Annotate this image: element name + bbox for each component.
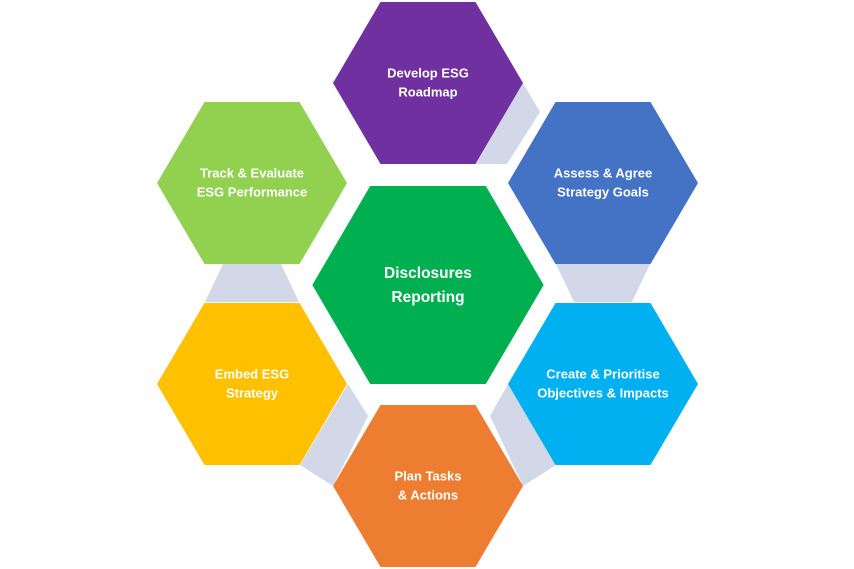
- hexagon-center-shape: [307, 182, 549, 388]
- center-label-line: Disclosures: [384, 265, 472, 282]
- hexagon-label-line: Strategy Goals: [557, 185, 649, 200]
- hexagon-embed-strategy: Embed ESG Strategy: [157, 303, 347, 465]
- hexagon-label-line: & Actions: [398, 488, 458, 503]
- connector-band: [476, 83, 540, 164]
- hexagon-shape: [157, 102, 347, 264]
- hexagon-shape: [157, 303, 347, 465]
- hexagon-develop-roadmap: Develop ESG Roadmap: [333, 2, 523, 164]
- hexagon-label-line: Roadmap: [398, 85, 457, 100]
- hexagon-shape: [333, 405, 523, 567]
- connector-band: [300, 183, 348, 264]
- hexagon-label-line: Assess & Agree: [554, 166, 653, 181]
- connectors: [205, 83, 650, 486]
- connector-band: [490, 384, 556, 486]
- hexagon-shape: [508, 102, 698, 264]
- hexagon-label-line: Plan Tasks: [395, 469, 462, 484]
- hexagon-label-line: Objectives & Impacts: [537, 386, 669, 401]
- hexagon-label-line: Embed ESG: [215, 367, 289, 382]
- hexagon-label-line: Create & Prioritise: [546, 367, 659, 382]
- hexagon-label-line: Track & Evaluate: [200, 166, 304, 181]
- connector-band: [300, 384, 368, 486]
- hexagon-shape: [508, 303, 698, 465]
- connector-band: [556, 264, 650, 302]
- hexagon-shape: [333, 2, 523, 164]
- hexagon-label-line: Develop ESG: [387, 66, 469, 81]
- connector-band: [205, 264, 299, 302]
- hexagon-label-line: ESG Performance: [197, 185, 308, 200]
- hexagon-label-line: Strategy: [226, 386, 279, 401]
- hexagon-plan-tasks: Plan Tasks & Actions: [333, 405, 523, 567]
- center-label-line: Reporting: [391, 289, 464, 306]
